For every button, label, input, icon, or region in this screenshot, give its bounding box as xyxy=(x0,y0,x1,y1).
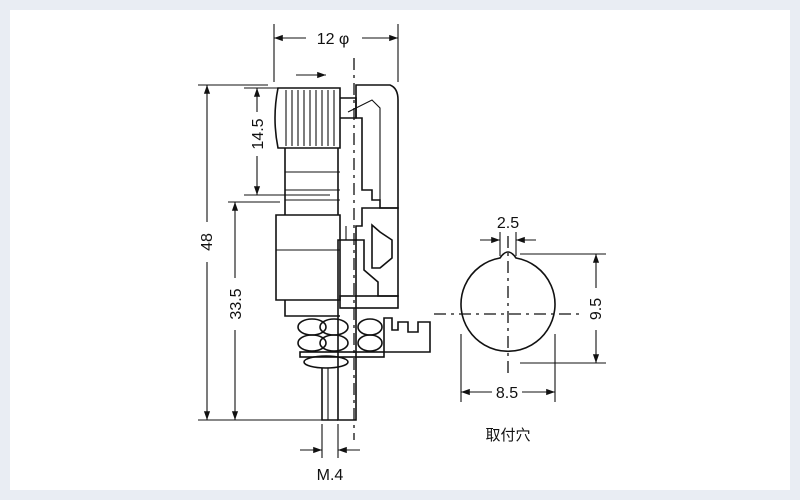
terminal-side-view xyxy=(274,58,431,440)
slot-width-label: 2.5 xyxy=(497,215,519,232)
hole-height-label: 9.5 xyxy=(588,298,605,320)
drawing-sheet xyxy=(10,10,790,490)
total-height-label: 48 xyxy=(199,233,216,251)
washer-and-lug xyxy=(339,295,431,353)
diameter-label: 12 φ xyxy=(317,31,350,48)
mounting-hole-caption: 取付穴 xyxy=(485,426,530,444)
dimension-lines xyxy=(198,24,399,458)
hole-width-label: 8.5 xyxy=(496,385,518,402)
mounting-hole-outline xyxy=(460,251,556,353)
thread-label: M.4 xyxy=(317,467,344,484)
cap-height-label: 14.5 xyxy=(250,118,267,149)
mounting-hole-view xyxy=(434,232,606,402)
knurled-cap xyxy=(274,87,341,149)
lower-height-label: 33.5 xyxy=(228,288,245,319)
hex-nuts xyxy=(297,318,385,369)
section-hatched xyxy=(337,84,399,421)
